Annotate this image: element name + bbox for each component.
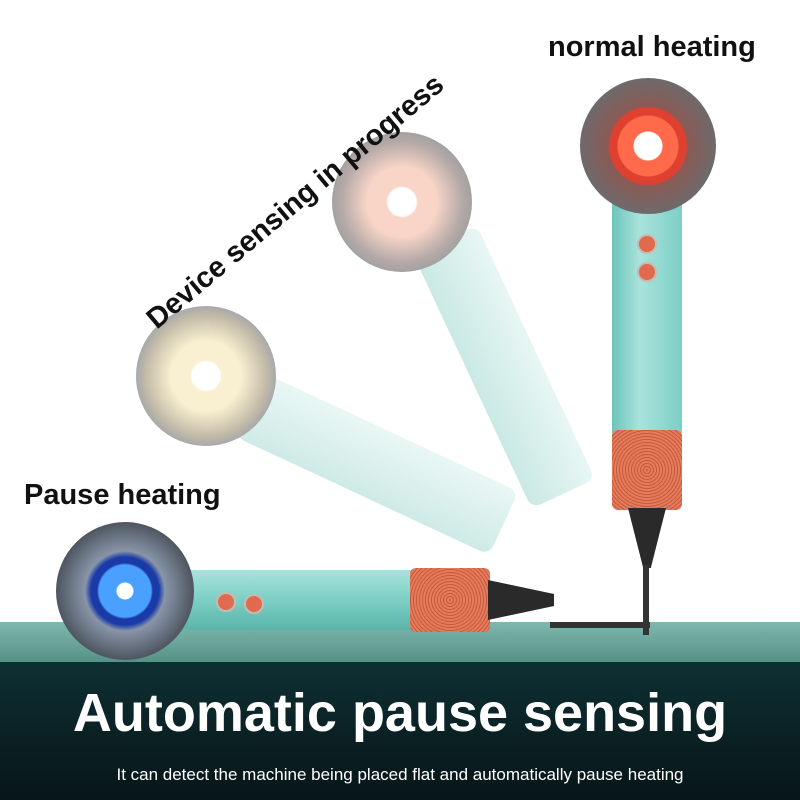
label-normal-heating: normal heating [548, 31, 756, 63]
dryer-grille [410, 568, 490, 632]
dryer-grille [612, 430, 682, 510]
dryer-head-sensing [332, 132, 472, 272]
dryer-button [244, 594, 264, 614]
dryer-head-yellow [136, 306, 276, 446]
cord-strain-relief [628, 508, 666, 568]
banner-title: Automatic pause sensing [72, 683, 728, 743]
dryer-head-blue [56, 522, 194, 660]
dryer-button [216, 592, 236, 612]
dryer-head-red-glow [580, 78, 716, 214]
feature-banner [0, 662, 800, 800]
dryer-handle [235, 373, 519, 556]
dryer-button [637, 234, 657, 254]
dryer-button [637, 262, 657, 282]
dryer-handle [612, 180, 682, 440]
power-cord [550, 622, 650, 628]
power-cord [643, 565, 649, 635]
label-pause-heating: Pause heating [24, 479, 221, 511]
banner-subtitle: It can detect the machine being placed f… [116, 765, 684, 784]
cord-strain-relief [488, 580, 554, 620]
